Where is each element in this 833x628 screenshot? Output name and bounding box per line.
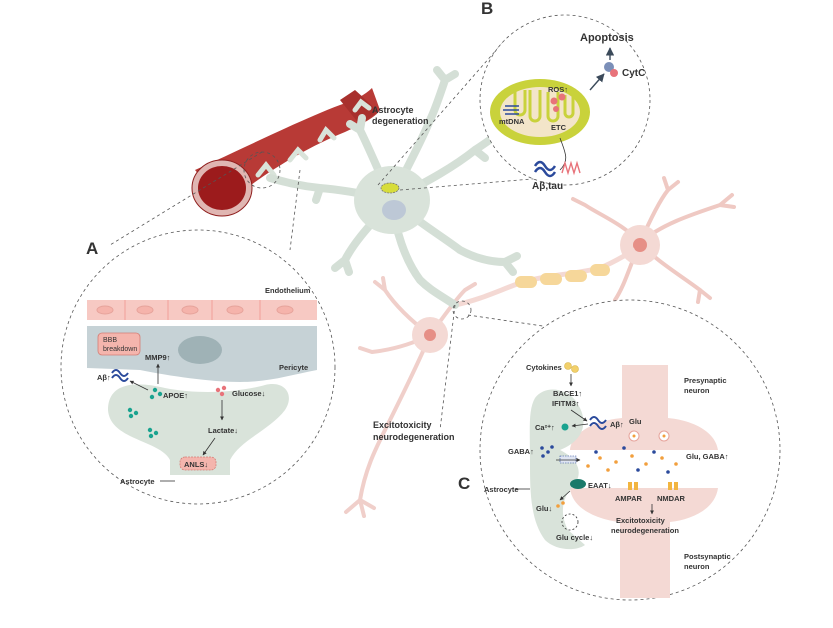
background-neuron-right xyxy=(571,176,736,304)
presynaptic-label-2: neuron xyxy=(684,386,710,395)
myelinated-axon xyxy=(454,247,637,308)
astrocyte-label-a: Astrocyte xyxy=(120,477,155,486)
central-astrocyte xyxy=(266,66,531,309)
amyloid-beta-icon-a xyxy=(111,369,129,382)
glu-cycle-label: Glu cycle↓ xyxy=(556,533,593,542)
gaba-transporter-icon xyxy=(559,455,577,464)
glucose-dots-icon xyxy=(215,385,227,397)
postsynaptic-label-2: neuron xyxy=(684,562,710,571)
blood-vessel xyxy=(191,88,380,217)
amyloid-beta-icon-c xyxy=(589,416,607,430)
anls-label: ANLS↓ xyxy=(184,460,208,469)
mtdna-icon xyxy=(503,105,519,115)
etc-label: ETC xyxy=(551,123,567,132)
ros-label: ROS↑ xyxy=(548,85,568,94)
abeta-tau-label: Aβ,tau xyxy=(532,181,563,192)
glutamate-dots-icon xyxy=(586,454,678,472)
panel-a: Endothelium Pericyte BBB breakdown MMP9↑… xyxy=(60,229,336,505)
vesicle-icon xyxy=(628,430,670,442)
gaba-dots-icon xyxy=(594,446,670,474)
glu-label: Glu xyxy=(629,417,642,426)
astrocyte-label-c: Astrocyte xyxy=(484,485,519,494)
gaba-inside-dots-icon xyxy=(540,445,554,458)
astrocyte-degeneration-label-1: Astrocyte xyxy=(372,105,414,115)
panel-a-letter: A xyxy=(86,239,98,258)
panel-c: Presynaptic neuron Postsynaptic neuron G… xyxy=(479,299,781,601)
tau-icon xyxy=(561,160,581,176)
ampar-label: AMPAR xyxy=(615,494,643,503)
presynaptic-label-1: Presynaptic xyxy=(684,376,727,385)
bace1-label: BACE1↑ xyxy=(553,389,582,398)
glucose-label: Glucose↓ xyxy=(232,389,265,398)
amyloid-beta-icon xyxy=(533,160,557,178)
anls-box xyxy=(179,456,217,471)
apoptosis-label: Apoptosis xyxy=(580,32,634,44)
excitotoxicity-c-label-2: neurodegeneration xyxy=(611,526,679,535)
astrocyte-endfoot xyxy=(108,384,289,475)
gaba-label: GABA↑ xyxy=(508,447,534,456)
bbb-breakdown-box xyxy=(97,332,141,356)
postsynaptic-label-1: Postsynaptic xyxy=(684,552,731,561)
glu-down-label: Glu↓ xyxy=(536,504,552,513)
panel-b: mtDNA ROS↑ ETC Aβ,tau CytC Apoptosis xyxy=(479,14,651,192)
astrocyte-c-cell xyxy=(529,389,585,550)
mmp9-label: MMP9↑ xyxy=(145,353,170,362)
astrocyte-degeneration-label-2: degeneration xyxy=(372,116,429,126)
nmdar-label: NMDAR xyxy=(657,494,685,503)
abeta-c-label: Aβ↑ xyxy=(610,420,624,429)
ifitm3-label: IFITM3↑ xyxy=(552,399,580,408)
nmdar-receptor-icon xyxy=(668,482,678,490)
panel-b-letter: B xyxy=(481,0,493,18)
eaat-transporter-icon xyxy=(570,479,586,489)
pericyte-label: Pericyte xyxy=(279,363,308,372)
endothelium-label: Endothelium xyxy=(265,286,311,295)
apoe-label: APOE↑ xyxy=(163,391,188,400)
ros-dot-icon xyxy=(550,97,558,105)
excitotoxicity-label-2: neurodegeneration xyxy=(373,432,455,442)
mtdna-label: mtDNA xyxy=(499,117,525,126)
postsynaptic-neuron xyxy=(570,488,718,598)
cytokines-label: Cytokines xyxy=(526,363,562,372)
glu-cycle-icon xyxy=(561,513,579,531)
excitotoxicity-c-label-1: Excitotoxicity xyxy=(616,516,666,525)
bbb-label-2: breakdown xyxy=(103,346,137,353)
presynaptic-neuron xyxy=(570,365,718,450)
excitotoxicity-label-1: Excitotoxicity xyxy=(373,420,432,430)
eaat-label: EAAT↓ xyxy=(588,481,612,490)
panel-c-letter: C xyxy=(458,474,470,493)
background-neuron-left xyxy=(344,276,477,518)
glu-gaba-label: Glu, GABA↑ xyxy=(686,452,729,461)
bbb-label-1: BBB xyxy=(103,337,117,344)
calcium-dot-icon xyxy=(561,423,569,431)
abeta-label: Aβ↑ xyxy=(97,373,111,382)
cytc-icon xyxy=(604,62,618,77)
ampar-receptor-icon xyxy=(628,482,638,490)
calcium-label: Ca²⁺↑ xyxy=(535,423,555,432)
cytokines-icon xyxy=(564,362,579,373)
cytc-label: CytC xyxy=(622,68,645,79)
lactate-label: Lactate↓ xyxy=(208,426,238,435)
apoe-dots-icon xyxy=(127,387,163,439)
